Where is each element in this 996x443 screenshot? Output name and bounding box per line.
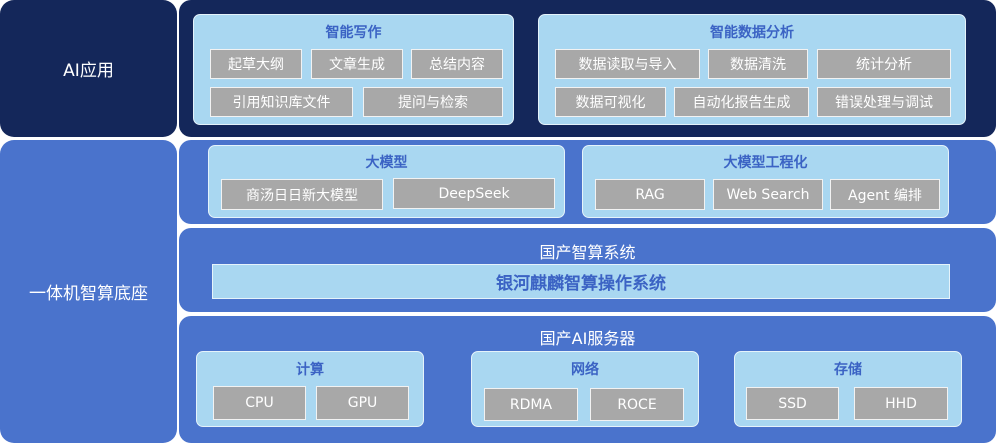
ai-application-label-block: AI应用 <box>0 0 177 137</box>
data-cleaning-box: 数据清洗 <box>708 49 808 79</box>
article-generation-box: 文章生成 <box>311 49 403 79</box>
os-title: 国产智算系统 <box>539 243 636 262</box>
draft-outline-box: 起草大纲 <box>210 49 302 79</box>
smart-writing-card: 智能写作 起草大纲 文章生成 总结内容 引用知识库文件 提问与检索 <box>193 14 514 125</box>
agent-orchestration-box: Agent 编排 <box>830 179 940 210</box>
rag-box: RAG <box>595 179 705 210</box>
error-handling-box: 错误处理与调试 <box>817 87 951 117</box>
kylin-os-bar: 银河麒麟智算操作系统 <box>212 264 950 299</box>
web-search-box: Web Search <box>713 179 823 210</box>
cite-knowledge-base-box: 引用知识库文件 <box>210 87 353 117</box>
auto-report-box: 自动化报告生成 <box>674 87 809 117</box>
deepseek-box: DeepSeek <box>393 178 555 209</box>
smart-writing-title: 智能写作 <box>325 25 382 41</box>
network-title: 网络 <box>571 362 599 378</box>
network-card: 网络 RDMA ROCE <box>471 351 699 427</box>
summarize-content-box: 总结内容 <box>411 49 503 79</box>
model-engineering-card: 大模型工程化 RAG Web Search Agent 编排 <box>582 145 949 218</box>
gpu-box: GPU <box>316 386 409 420</box>
large-model-card: 大模型 商汤日日新大模型 DeepSeek <box>208 145 565 218</box>
cpu-box: CPU <box>213 386 306 420</box>
compute-title: 计算 <box>296 362 324 378</box>
roce-box: ROCE <box>590 388 684 421</box>
ssd-box: SSD <box>746 387 839 420</box>
rdma-box: RDMA <box>484 388 578 421</box>
question-retrieval-box: 提问与检索 <box>363 87 503 117</box>
large-model-title: 大模型 <box>365 155 408 171</box>
data-visualization-box: 数据可视化 <box>555 87 666 117</box>
storage-title: 存储 <box>834 362 862 378</box>
storage-card: 存储 SSD HHD <box>734 351 962 427</box>
model-engineering-title: 大模型工程化 <box>723 155 808 171</box>
statistical-analysis-box: 统计分析 <box>817 49 951 79</box>
sensetime-model-box: 商汤日日新大模型 <box>221 179 383 210</box>
data-import-box: 数据读取与导入 <box>555 49 700 79</box>
smart-data-analysis-title: 智能数据分析 <box>710 25 794 41</box>
integrated-computing-base-label: 一体机智算底座 <box>29 284 148 304</box>
hhd-box: HHD <box>854 387 948 420</box>
smart-data-analysis-card: 智能数据分析 数据读取与导入 数据清洗 统计分析 数据可视化 自动化报告生成 错… <box>538 14 966 125</box>
ai-application-label: AI应用 <box>63 61 114 81</box>
integrated-computing-base-label-block: 一体机智算底座 <box>0 140 177 443</box>
server-title: 国产AI服务器 <box>539 329 636 348</box>
compute-card: 计算 CPU GPU <box>196 351 424 427</box>
